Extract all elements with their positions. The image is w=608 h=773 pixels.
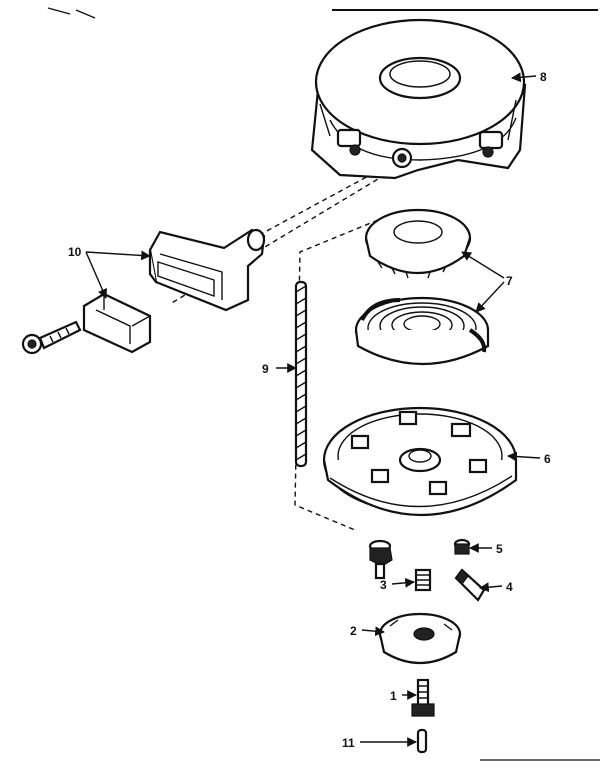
part-11-pin <box>416 728 428 754</box>
callout-7: 7 <box>506 274 513 288</box>
callout-6: 6 <box>544 452 551 466</box>
callout-labels: 8 7 9 6 10 5 3 4 2 1 11 <box>68 70 551 750</box>
part-9-rope <box>294 280 308 468</box>
callout-2: 2 <box>350 624 357 638</box>
callout-8: 8 <box>540 70 547 84</box>
scan-marks <box>47 7 600 761</box>
part-10-handle-insert <box>82 292 152 354</box>
callout-5: 5 <box>496 542 503 556</box>
part-4-pawl <box>454 568 486 602</box>
part-6-pulley <box>322 406 518 516</box>
callout-11: 11 <box>342 736 355 750</box>
callout-1: 1 <box>390 689 397 703</box>
part-10-starter-handle <box>148 228 266 312</box>
callout-9: 9 <box>262 362 269 376</box>
part-2-retainer <box>378 612 462 664</box>
callout-3: 3 <box>380 578 387 592</box>
callout-10: 10 <box>68 245 82 259</box>
part-7-pulley-cover <box>364 208 472 279</box>
part-5-cap <box>453 538 471 555</box>
part-3-spring <box>414 568 432 592</box>
center-bolt <box>368 539 393 580</box>
part-7-recoil-spring <box>354 296 490 366</box>
leader-lines <box>85 72 541 747</box>
part-8-starter-housing <box>310 18 527 180</box>
part-1-screw <box>411 678 435 717</box>
part-10-screw <box>21 320 82 355</box>
callout-4: 4 <box>506 580 513 594</box>
